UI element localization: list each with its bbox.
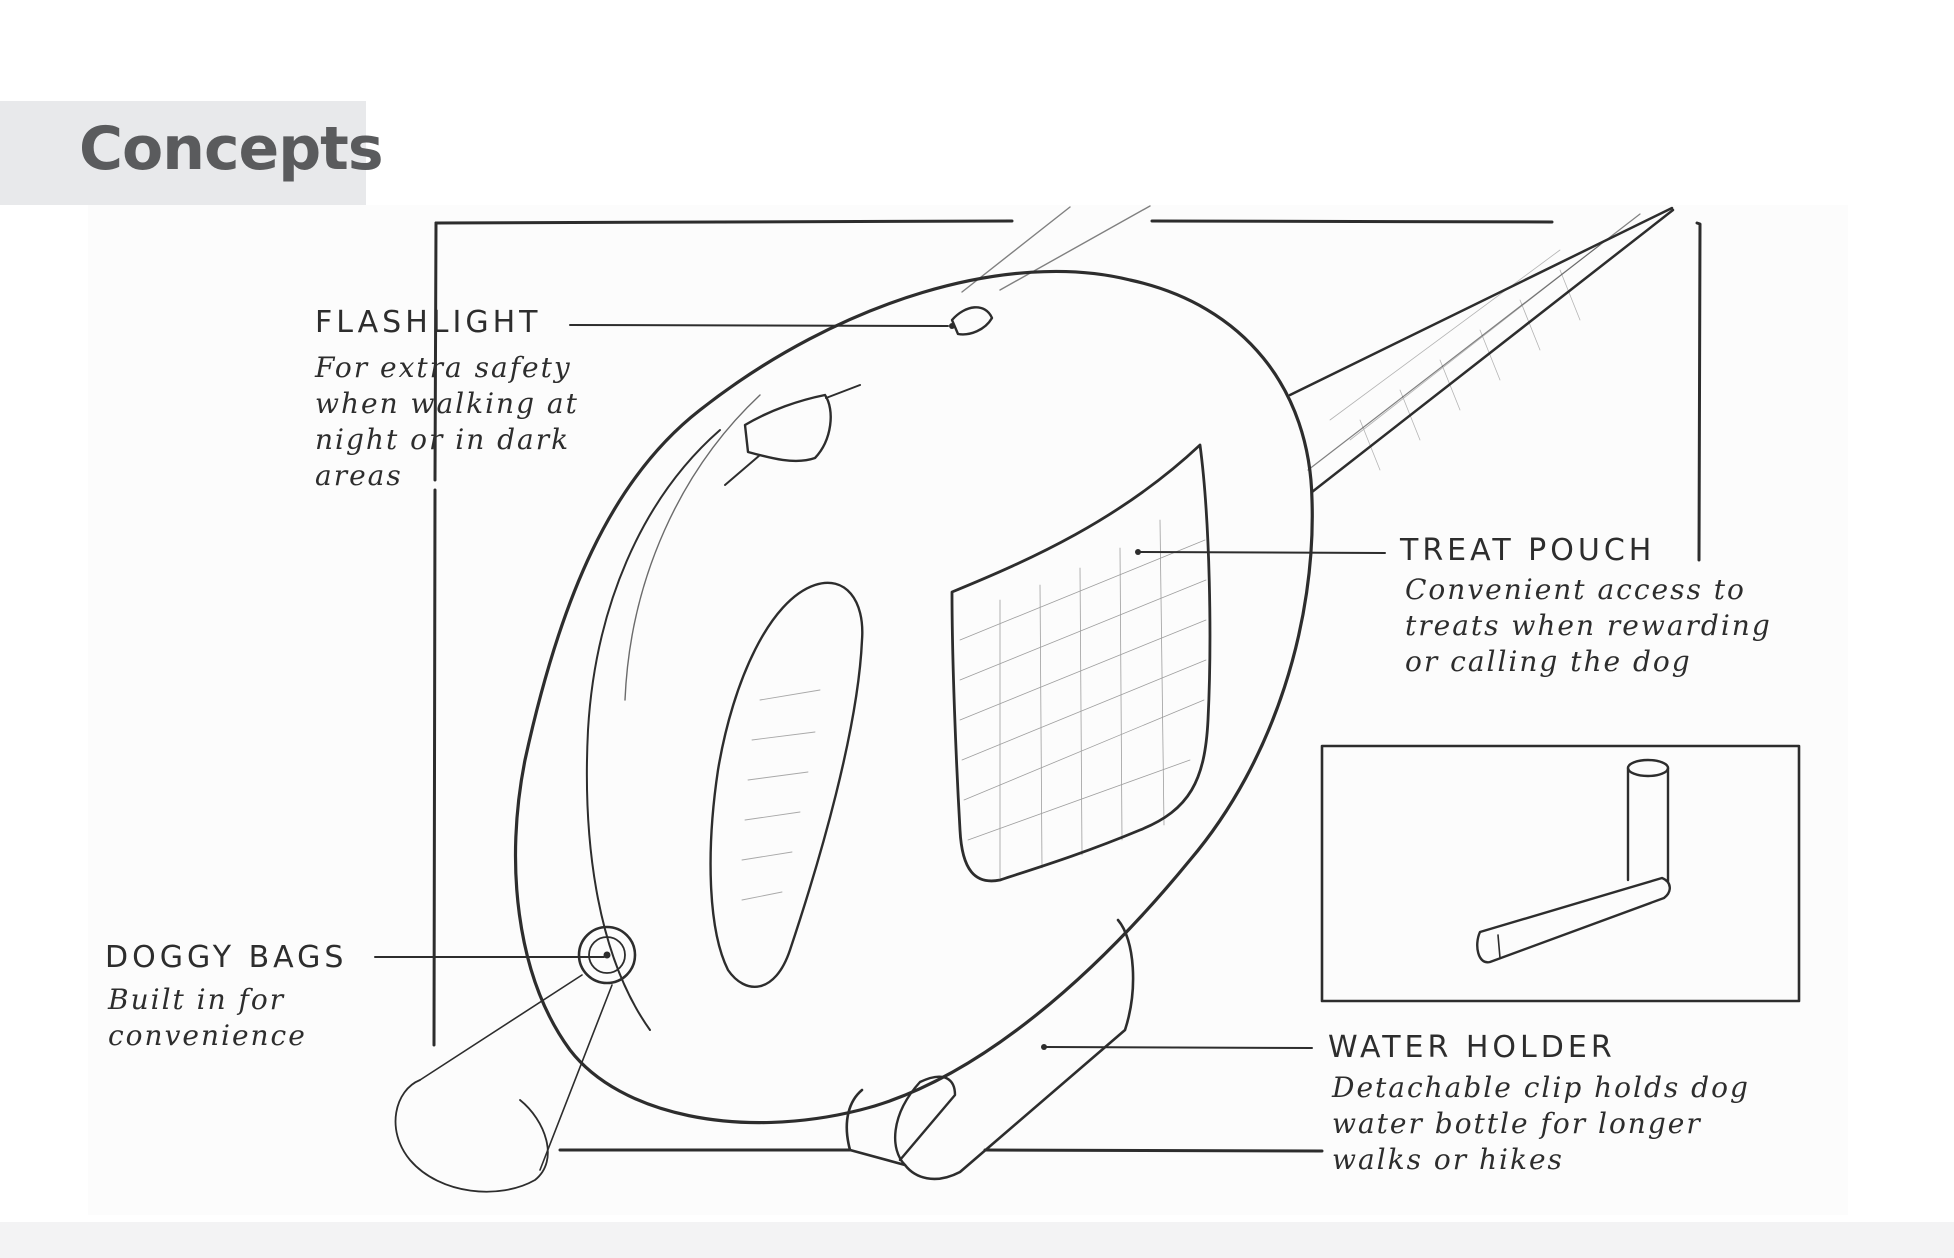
flashlight-line-3: night or in dark <box>315 423 571 456</box>
leash-body-rim <box>585 429 721 1031</box>
leash-body-rim-2 <box>624 394 761 701</box>
treat-pouch-description: Convenient access to treats when rewardi… <box>1405 572 1772 680</box>
bag-roll-line-2 <box>539 984 613 1171</box>
doggy-bags-line-1: Built in for <box>108 983 286 1016</box>
frame-bottom-right-line <box>983 1148 1324 1153</box>
doggy-bags-heading: DOGGY BAGS <box>105 940 348 975</box>
thumb-button <box>743 393 832 463</box>
leader-treat-pouch <box>1139 551 1386 554</box>
clip-post <box>1626 766 1670 884</box>
water-holder-line-3: walks or hikes <box>1332 1143 1564 1176</box>
doggy-bags-line-2: convenience <box>108 1019 307 1052</box>
water-holder-line-2: water bottle for longer <box>1332 1107 1702 1140</box>
leash-body-outer <box>513 269 1314 1125</box>
water-holder-description: Detachable clip holds dog water bottle f… <box>1332 1070 1750 1178</box>
frame-top-left-line <box>434 219 1014 225</box>
flashlight-description: For extra safety when walking at night o… <box>315 350 579 494</box>
leash-strap-edge-1 <box>1288 206 1674 397</box>
water-holder-heading: WATER HOLDER <box>1328 1030 1616 1065</box>
thumb-slider-track <box>724 384 861 486</box>
treat-pouch-line-2: treats when rewarding <box>1405 609 1772 642</box>
frame-right-top-line <box>1695 221 1702 562</box>
frame-left-lower-line <box>432 488 437 1047</box>
sketch-paper <box>88 205 1848 1215</box>
flashlight-heading: FLASHLIGHT <box>315 305 542 340</box>
doggy-bag-dispenser <box>577 925 637 985</box>
flashlight-line-2: when walking at <box>315 387 579 420</box>
strap-upper-line-2 <box>999 205 1151 291</box>
leash-strap-edge-2 <box>1310 208 1675 494</box>
leader-flashlight <box>569 324 949 327</box>
flashlight-lens <box>950 306 994 336</box>
treat-pouch-line-3: or calling the dog <box>1405 645 1692 678</box>
treat-pouch-heading: TREAT POUCH <box>1400 533 1656 568</box>
treat-pouch-outline <box>950 443 1212 883</box>
clip-arm <box>1476 876 1671 964</box>
water-holder-cylinder <box>845 918 1135 1181</box>
leash-strap-edge-3 <box>1307 213 1641 471</box>
page-title: Concepts <box>79 114 384 184</box>
treat-pouch-line-1: Convenient access to <box>1405 573 1746 606</box>
water-holder-detail-box <box>1320 744 1801 1003</box>
flashlight-line-4: areas <box>315 459 403 492</box>
water-holder-line-1: Detachable clip holds dog <box>1332 1071 1750 1104</box>
title-tab <box>0 101 366 205</box>
bottom-band <box>0 1222 1954 1258</box>
frame-top-right-line <box>1150 219 1554 224</box>
bag-roll-outline <box>394 1079 549 1193</box>
frame-left-line <box>433 221 438 482</box>
flashlight-line-1: For extra safety <box>315 351 572 384</box>
grip-hole <box>709 581 864 988</box>
bag-roll-line-1 <box>419 974 583 1081</box>
doggy-bags-description: Built in for convenience <box>108 982 307 1054</box>
leader-water-holder <box>1045 1046 1313 1049</box>
